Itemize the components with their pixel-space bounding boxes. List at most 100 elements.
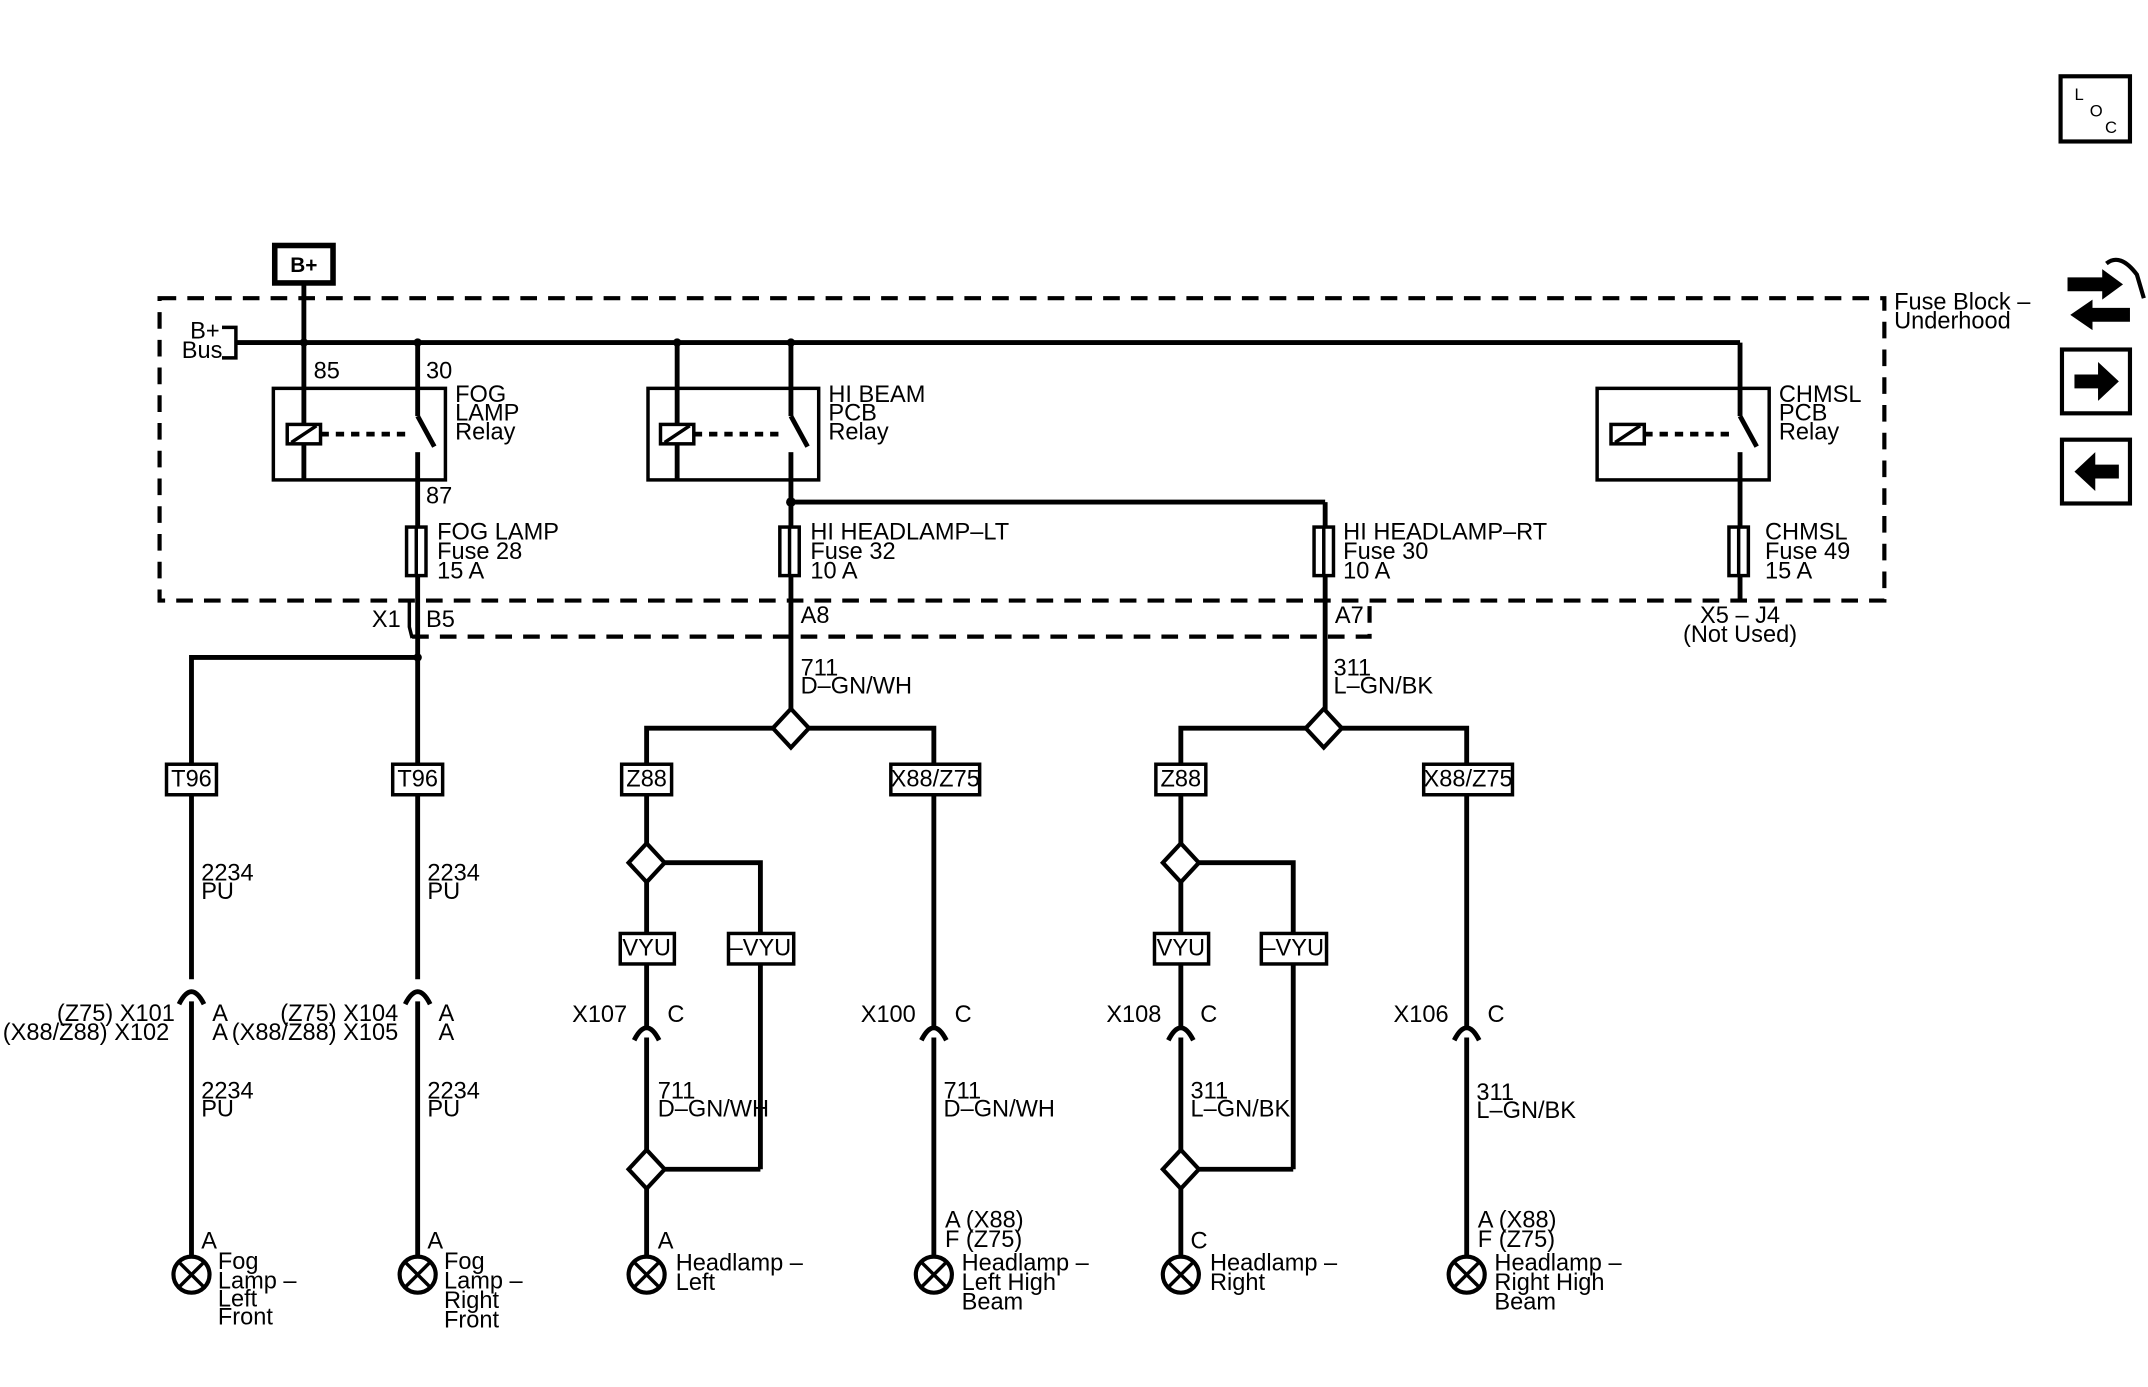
loc-icon[interactable]: L O C bbox=[2058, 74, 2133, 144]
svg-text:Fog: Fog bbox=[444, 1248, 485, 1274]
prev-page-button[interactable] bbox=[2059, 437, 2133, 506]
svg-text:Relay: Relay bbox=[828, 419, 889, 445]
svg-text:Headlamp –: Headlamp – bbox=[1210, 1249, 1338, 1275]
svg-text:A8: A8 bbox=[801, 602, 830, 628]
headlamp-left-high-beam: A (X88) F (Z75) Headlamp – Left High Bea… bbox=[913, 1206, 1090, 1314]
svg-text:(Z75) X101: (Z75) X101 bbox=[57, 1000, 175, 1026]
battery-terminal: B+ bbox=[271, 242, 336, 286]
svg-text:X88/Z75: X88/Z75 bbox=[1423, 765, 1512, 791]
svg-text:X88/Z75: X88/Z75 bbox=[891, 765, 980, 791]
svg-text:Headlamp –: Headlamp – bbox=[962, 1249, 1090, 1275]
svg-text:L: L bbox=[2074, 85, 2083, 104]
swap-icon[interactable] bbox=[2067, 257, 2146, 331]
svg-text:Fuse 28: Fuse 28 bbox=[437, 538, 522, 564]
svg-text:X100: X100 bbox=[861, 1001, 916, 1027]
svg-text:Beam: Beam bbox=[962, 1288, 1024, 1314]
option-not-vyu-left: –VYU bbox=[726, 931, 796, 966]
splice-711 bbox=[770, 705, 812, 751]
svg-text:Z88: Z88 bbox=[626, 765, 667, 791]
connector-x100 bbox=[919, 1025, 949, 1042]
svg-text:PCB: PCB bbox=[1779, 399, 1827, 425]
svg-text:X106: X106 bbox=[1394, 1001, 1449, 1027]
svg-text:A (X88): A (X88) bbox=[1478, 1206, 1557, 1232]
svg-text:(X88/Z88) X102: (X88/Z88) X102 bbox=[3, 1019, 169, 1045]
svg-text:HI HEADLAMP–LT: HI HEADLAMP–LT bbox=[810, 519, 1009, 545]
connector-x108 bbox=[1166, 1025, 1196, 1042]
svg-text:HI BEAM: HI BEAM bbox=[828, 381, 925, 407]
pin-85: 85 bbox=[314, 358, 340, 384]
svg-text:Beam: Beam bbox=[1494, 1288, 1556, 1314]
svg-text:C: C bbox=[2105, 118, 2117, 137]
svg-text:D–GN/WH: D–GN/WH bbox=[801, 673, 912, 699]
arrow-left-icon bbox=[2074, 452, 2119, 491]
svg-text:FOG: FOG bbox=[455, 381, 506, 407]
svg-text:Fuse Block –: Fuse Block – bbox=[1894, 288, 2031, 314]
hi-beam-relay: HI BEAM PCB Relay bbox=[646, 342, 925, 482]
svg-text:711: 711 bbox=[801, 654, 839, 680]
svg-text:A: A bbox=[212, 1000, 228, 1026]
svg-text:VYU: VYU bbox=[622, 935, 670, 961]
svg-text:311: 311 bbox=[1333, 654, 1371, 680]
svg-text:Right: Right bbox=[1210, 1269, 1266, 1295]
svg-text:Fog: Fog bbox=[218, 1248, 259, 1274]
chmsl-fuse: CHMSL Fuse 49 15 A bbox=[1727, 519, 1850, 583]
svg-text:A: A bbox=[201, 1227, 217, 1253]
connector-x104 bbox=[403, 989, 433, 1006]
fog-lamp-fuse: FOG LAMP Fuse 28 15 A bbox=[404, 519, 559, 583]
svg-text:A: A bbox=[438, 1000, 454, 1026]
svg-text:2234: 2234 bbox=[201, 1078, 253, 1104]
fuse-block-border bbox=[157, 296, 1887, 603]
svg-text:10 A: 10 A bbox=[810, 557, 857, 583]
svg-text:X5 – J4: X5 – J4 bbox=[1700, 602, 1780, 628]
option-z88-right: Z88 bbox=[1154, 762, 1208, 797]
pin-87: 87 bbox=[426, 482, 452, 508]
svg-text:Bus: Bus bbox=[182, 337, 223, 363]
svg-text:A7: A7 bbox=[1335, 602, 1364, 628]
svg-text:B+: B+ bbox=[290, 254, 317, 277]
fog-lamp-relay: 85 30 87 FOG LAMP Relay bbox=[271, 342, 519, 508]
svg-text:F (Z75): F (Z75) bbox=[1478, 1226, 1555, 1252]
svg-text:15 A: 15 A bbox=[437, 557, 484, 583]
option-vyu-left: VYU bbox=[618, 931, 677, 966]
svg-text:Right: Right bbox=[444, 1287, 500, 1313]
svg-text:10 A: 10 A bbox=[1343, 557, 1390, 583]
svg-text:C: C bbox=[955, 1001, 972, 1027]
svg-text:O: O bbox=[2090, 102, 2103, 121]
svg-text:Left: Left bbox=[218, 1286, 258, 1312]
headlamp-right-high-beam: A (X88) F (Z75) Headlamp – Right High Be… bbox=[1446, 1206, 1622, 1314]
svg-text:2234: 2234 bbox=[427, 1078, 479, 1104]
svg-text:Underhood: Underhood bbox=[1894, 308, 2011, 334]
svg-text:A: A bbox=[438, 1019, 454, 1045]
svg-text:2234: 2234 bbox=[427, 860, 479, 886]
svg-text:Fuse 49: Fuse 49 bbox=[1765, 538, 1850, 564]
svg-text:PU: PU bbox=[427, 878, 460, 904]
svg-text:–VYU: –VYU bbox=[730, 935, 792, 961]
option-t96-left: T96 bbox=[164, 762, 219, 797]
svg-text:(Z75) X104: (Z75) X104 bbox=[280, 1000, 398, 1026]
svg-text:311: 311 bbox=[1476, 1079, 1514, 1105]
svg-text:–VYU: –VYU bbox=[1262, 935, 1324, 961]
bplus-bus-label: B+ Bus bbox=[182, 317, 223, 362]
hi-headlamp-lt-fuse: HI HEADLAMP–LT Fuse 32 10 A bbox=[778, 519, 1009, 583]
svg-text:Front: Front bbox=[218, 1304, 273, 1330]
svg-text:PU: PU bbox=[201, 878, 234, 904]
option-t96-right: T96 bbox=[390, 762, 445, 797]
option-not-vyu-right: –VYU bbox=[1259, 931, 1329, 966]
fog-lamp-left-front: A Fog Lamp – Left Front bbox=[171, 1227, 298, 1330]
svg-text:Lamp –: Lamp – bbox=[444, 1268, 524, 1294]
svg-text:A: A bbox=[658, 1227, 674, 1253]
svg-text:Front: Front bbox=[444, 1306, 499, 1332]
svg-text:PU: PU bbox=[427, 1096, 460, 1122]
svg-text:(X88/Z88) X105: (X88/Z88) X105 bbox=[232, 1019, 398, 1045]
chmsl-relay: CHMSL PCB Relay bbox=[1595, 342, 1861, 482]
svg-text:PCB: PCB bbox=[828, 399, 876, 425]
svg-text:CHMSL: CHMSL bbox=[1765, 519, 1848, 545]
svg-text:Lamp –: Lamp – bbox=[218, 1268, 298, 1294]
svg-text:X107: X107 bbox=[572, 1001, 627, 1027]
svg-text:Fuse 32: Fuse 32 bbox=[810, 538, 895, 564]
next-page-button[interactable] bbox=[2059, 347, 2133, 416]
svg-text:L–GN/BK: L–GN/BK bbox=[1191, 1096, 1291, 1122]
svg-text:FOG LAMP: FOG LAMP bbox=[437, 519, 559, 545]
svg-text:LAMP: LAMP bbox=[455, 399, 519, 425]
svg-text:Left High: Left High bbox=[962, 1269, 1056, 1295]
